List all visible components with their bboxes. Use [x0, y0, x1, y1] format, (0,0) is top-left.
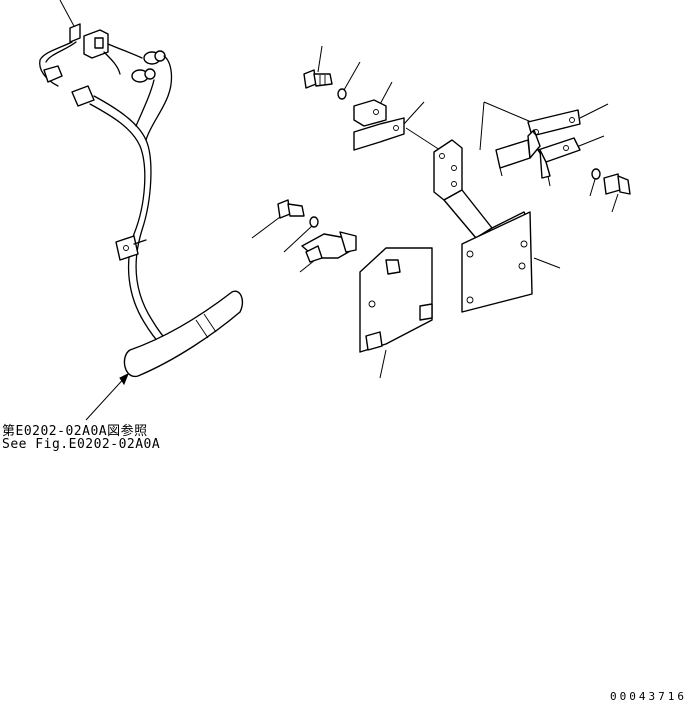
wiring-harness	[39, 0, 244, 421]
figure-reference-english: See Fig.E0202-02A0A	[2, 437, 161, 452]
bracket-upper-left	[353, 81, 425, 151]
bolt-group-upper	[303, 45, 361, 100]
bracket-upper-right	[479, 101, 631, 213]
drawing-number: 00043716	[610, 690, 687, 703]
figure-reference-japanese: 第E0202-02A0A図参照	[2, 424, 148, 439]
mounting-plate-right	[461, 211, 561, 313]
bolt-group-lower	[251, 199, 357, 273]
mounting-plate-left	[359, 247, 433, 379]
